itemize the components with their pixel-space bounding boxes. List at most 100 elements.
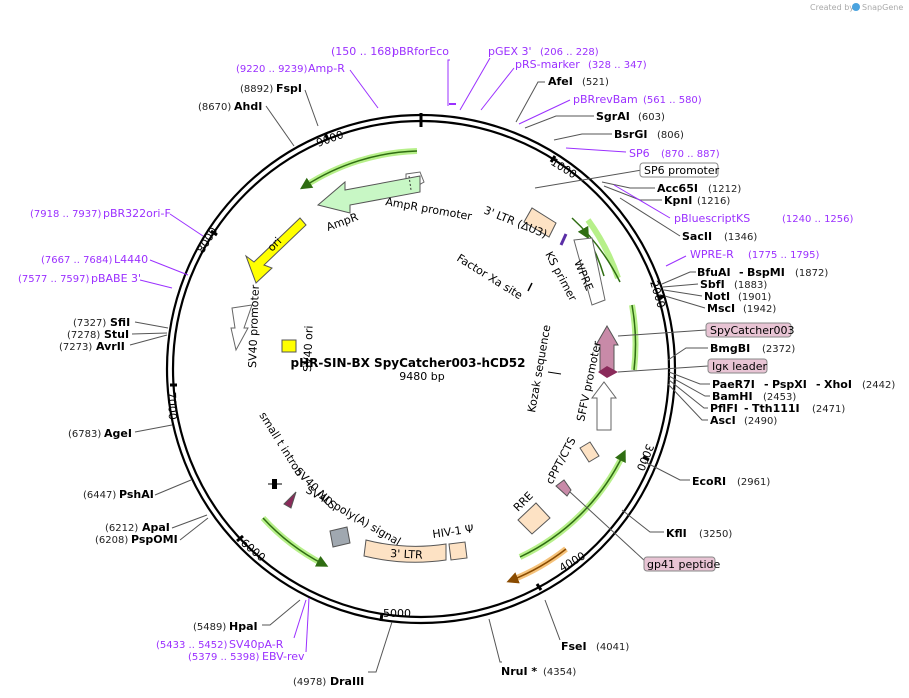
primer-leader bbox=[613, 184, 671, 219]
site-leader bbox=[661, 271, 696, 285]
site-name: PspOMI bbox=[131, 533, 178, 546]
small-t-intron-box bbox=[272, 479, 277, 489]
sv40-promoter-arrow bbox=[230, 304, 253, 352]
sffv-promoter-arrow bbox=[591, 381, 617, 431]
site-pos: (7327) bbox=[73, 318, 106, 329]
small-t-label: small t intron bbox=[256, 410, 306, 479]
plasmid-length: 9480 bp bbox=[399, 370, 444, 383]
site-pos: (2490) bbox=[744, 416, 777, 427]
primer-leader bbox=[447, 59, 450, 106]
primer-range: (5433 .. 5452) bbox=[156, 640, 228, 651]
primer-leader bbox=[349, 69, 379, 109]
primer-name: SV40pA-R bbox=[229, 638, 284, 651]
site-pos: (5489) bbox=[193, 622, 226, 633]
ampr-promoter-label: AmpR promoter bbox=[384, 195, 473, 223]
primer-leader bbox=[480, 67, 515, 111]
primer-leader bbox=[293, 599, 307, 639]
site-name-3: XhoI bbox=[824, 378, 852, 391]
site-pos: (4978) bbox=[293, 677, 326, 688]
tick-mark-3000 bbox=[642, 455, 650, 462]
site-leader bbox=[171, 514, 208, 529]
feature-arrow-lower-left bbox=[262, 517, 329, 567]
site-leader bbox=[644, 461, 690, 481]
feature-arrow-orange bbox=[506, 548, 567, 584]
site-leader bbox=[668, 379, 708, 409]
primer-name: L4440 bbox=[114, 253, 148, 266]
site-name: NruI * bbox=[501, 665, 537, 678]
primer-range: (7577 .. 7597) bbox=[18, 274, 90, 285]
spycatcher-leader bbox=[617, 329, 707, 337]
tick-mark-5000 bbox=[379, 612, 384, 622]
feature-arrow-upper-right bbox=[571, 217, 621, 283]
feature-arrow-ampr-outer bbox=[299, 150, 418, 190]
site-pos: (6212) bbox=[105, 523, 138, 534]
site-leader bbox=[262, 599, 301, 626]
site-name: KflI bbox=[666, 527, 687, 540]
site-leader bbox=[544, 599, 561, 641]
boxed-labels: SP6 promoter SpyCatcher003 Igκ leader gp… bbox=[534, 162, 795, 572]
site-leader bbox=[667, 347, 708, 361]
credit-brand: SnapGene bbox=[862, 3, 903, 12]
primer-range: (870 .. 887) bbox=[661, 149, 720, 160]
site-pos: (3250) bbox=[699, 529, 732, 540]
tick-mark-6000 bbox=[236, 534, 244, 543]
primer-range: (5379 .. 5398) bbox=[188, 652, 260, 663]
credit: Created by SnapGene bbox=[810, 3, 903, 12]
primer-range: (1775 .. 1795) bbox=[748, 250, 820, 261]
spycatcher-box bbox=[705, 322, 792, 338]
tick-mark-1000 bbox=[549, 155, 557, 163]
tick-label-3000: 3000 bbox=[634, 442, 657, 473]
primer-name: EBV-rev bbox=[262, 650, 305, 663]
factor-xa-mark bbox=[527, 282, 533, 292]
site-leader bbox=[129, 334, 168, 346]
site-pos: (603) bbox=[638, 112, 665, 123]
kozak-label: Kozak sequence bbox=[525, 324, 553, 414]
primer-leader bbox=[169, 213, 204, 237]
tick-mark-8000 bbox=[210, 229, 218, 237]
cppt-box bbox=[579, 441, 600, 463]
site-pos: (8892) bbox=[240, 84, 273, 95]
spycatcher-arrow bbox=[595, 325, 619, 373]
gp41-label: gp41 peptide bbox=[647, 558, 721, 571]
site-name: SbfI bbox=[700, 278, 725, 291]
site-name: AhdI bbox=[234, 100, 262, 113]
site-leader bbox=[304, 89, 319, 127]
ori-arrow bbox=[244, 217, 307, 284]
sp6-leader bbox=[534, 169, 643, 189]
sites-right: AfeI (521) SgrAI (603) BsrGI (806) Acc65… bbox=[488, 75, 895, 678]
igk-leader-line bbox=[617, 365, 709, 373]
site-name: SgrAI bbox=[596, 110, 630, 123]
site-pos: (7273) bbox=[59, 342, 92, 353]
site-leader bbox=[619, 197, 681, 237]
site-name: PaeR7I bbox=[712, 378, 755, 391]
ltr-label: 3' LTR bbox=[390, 547, 423, 562]
site-pos: (7278) bbox=[67, 330, 100, 341]
site-name: AgeI bbox=[104, 427, 132, 440]
site-name: SacII bbox=[682, 230, 712, 243]
ks-primer-mark bbox=[559, 233, 568, 246]
ks-primer-label: KS primer bbox=[542, 249, 579, 303]
site-name: NotI bbox=[704, 290, 730, 303]
site-leader bbox=[179, 517, 209, 541]
primer-range: (150 .. 168) bbox=[331, 45, 396, 58]
primer-name: pBABE 3' bbox=[91, 272, 141, 285]
factor-xa-label: Factor Xa site bbox=[454, 252, 525, 303]
site-sep: - bbox=[816, 378, 821, 391]
gp41-leader bbox=[569, 491, 647, 563]
site-name: AfeI bbox=[548, 75, 573, 88]
feature-arrow-lower-left-halo bbox=[260, 515, 325, 567]
igk-leader-mark bbox=[598, 366, 618, 378]
primer-name: pBRrevBam bbox=[573, 93, 638, 106]
site-leader bbox=[154, 479, 192, 496]
ltr-du3-box bbox=[523, 207, 557, 238]
site-pos: (1216) bbox=[697, 196, 730, 207]
site-pos: (2453) bbox=[763, 392, 796, 403]
site-name: BamHI bbox=[712, 390, 753, 403]
site-pos: (1883) bbox=[734, 280, 767, 291]
site-name: AscI bbox=[710, 414, 736, 427]
site-leader bbox=[664, 295, 706, 309]
site-name: FspI bbox=[276, 82, 302, 95]
site-pos: (6783) bbox=[68, 429, 101, 440]
sv40-ori-label: SV40 ori bbox=[301, 325, 316, 372]
wpre-arrow bbox=[573, 237, 606, 306]
